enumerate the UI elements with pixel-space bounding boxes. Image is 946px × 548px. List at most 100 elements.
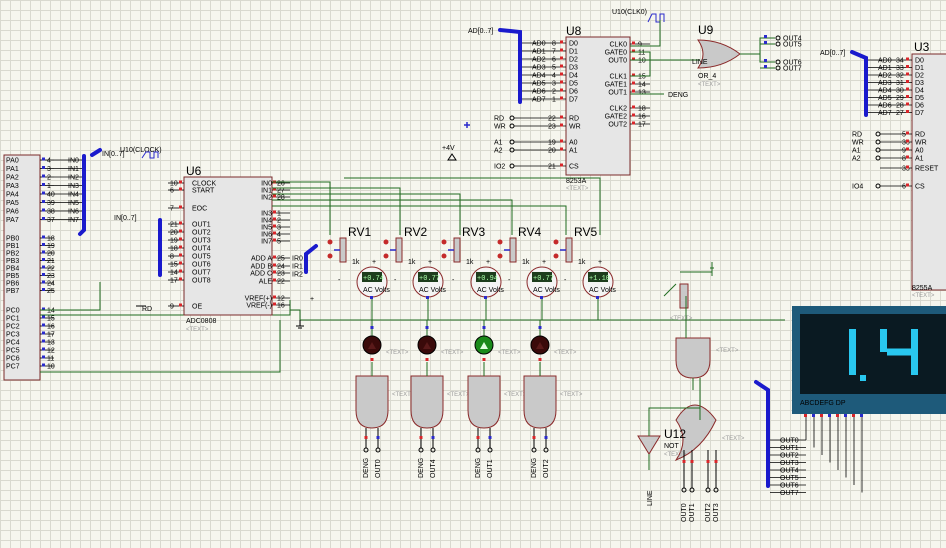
right-ppi-pin-d1: D1 [915, 65, 924, 72]
left-ppi-pinnum: 37 [47, 217, 55, 224]
and-gate-input-label: OUT1 [487, 459, 494, 478]
timer-right-pin: OUT1 [608, 90, 627, 97]
or-output-label: OUT6 [783, 60, 802, 67]
timer-ad-label: AD7 [532, 97, 546, 104]
right-ppi-ctrl-num: 5 [902, 132, 906, 139]
right-ppi-pin-d4: D4 [915, 88, 924, 95]
left-ppi-pinnum: 1 [47, 183, 51, 190]
right-ppi-ad-label: AD6 [878, 103, 892, 110]
right-ppi-pinnum: 29 [896, 95, 904, 102]
timer-ad-label: AD1 [532, 49, 546, 56]
adc-pinnum-right: 1 [277, 211, 281, 218]
voltmeter-reading: +0.77 [533, 275, 554, 283]
and-gate-input-label: OUT4 [430, 459, 437, 478]
left-ppi-pin-pc6: PC6 [6, 356, 20, 363]
left-ppi-in-label: IN6 [68, 209, 79, 216]
timer-ctrl-label: IO2 [494, 164, 505, 171]
or-input-label: OUT1 [689, 503, 696, 522]
timer-right-num: 15 [638, 74, 646, 81]
right-ppi-pinnum: 31 [896, 80, 904, 87]
adc-pinnum-right: 25 [277, 256, 285, 263]
adc-pinnum: 17 [170, 278, 178, 285]
adc-pin-right: IN0 [261, 181, 272, 188]
timer-pinnum: 8 [552, 41, 556, 48]
or-input-label: OUT0 [681, 503, 688, 522]
right-ppi-ctrl-pin: WR [915, 140, 927, 147]
adc-pin-right: IN7 [261, 239, 272, 246]
left-ppi-pin-pb7: PB7 [6, 288, 19, 295]
adc-pinnum: 9 [170, 304, 174, 311]
or-u9-line: LINE [692, 59, 708, 66]
timer-right-num: 18 [638, 106, 646, 113]
timer-ad-label: AD2 [532, 57, 546, 64]
adc0808-chip[interactable]: U6 ADC0808 <TEXT> CLOCK10START6EOC7OUT12… [168, 164, 303, 333]
right-ppi-ref: U3 [914, 40, 930, 54]
left-ppi-bus-label: IN[0..7] [102, 151, 125, 158]
left-ppi-pinnum: 24 [47, 281, 55, 288]
adc-pinnum: 14 [170, 270, 178, 277]
or-u9-part: OR_4 [698, 73, 716, 80]
timer-ctrl-label: A2 [494, 148, 503, 155]
adc-pinnum-right: 24 [277, 264, 285, 271]
adc-pinnum-right: 23 [277, 271, 285, 278]
led-indicator: <TEXT> [362, 320, 409, 361]
adc-text: <TEXT> [186, 327, 209, 333]
svg-text:<TEXT>: <TEXT> [670, 316, 693, 322]
timer-right-pin: GATE0 [605, 50, 628, 57]
svg-text:-: - [508, 277, 511, 284]
led-indicator: <TEXT> [474, 320, 521, 361]
or-gate-u9[interactable]: U9 OR_4 <TEXT> LINE [692, 23, 741, 88]
timer-right-pin: OUT0 [608, 58, 627, 65]
right-ppi-ad-label: AD7 [878, 110, 892, 117]
adc-pinnum-right: 26 [277, 181, 285, 188]
adc-pinnum: 19 [170, 238, 178, 245]
or-u9-ref: U9 [698, 23, 714, 37]
left-ppi-pinnum: 14 [47, 308, 55, 315]
display-bus-output: OUT5 [780, 475, 799, 482]
timer-ctrl-num: 23 [548, 124, 556, 131]
svg-text:<TEXT>: <TEXT> [664, 452, 687, 458]
right-logic[interactable]: <TEXT> <TEXT> <TEXT> U12 NOT <TEXT> LINE… [637, 262, 745, 522]
adc-pinnum-right: 22 [277, 279, 285, 286]
timer-text: <TEXT> [566, 186, 589, 192]
timer-pinnum: 7 [552, 49, 556, 56]
timer-pin-d4: D4 [569, 73, 578, 80]
timer-ctrl-pin: CS [569, 164, 579, 171]
led-indicator: <TEXT> [530, 320, 577, 361]
adc-pin-out8: OUT8 [192, 278, 211, 285]
adc-pinnum: 8 [170, 254, 174, 261]
adc-pin-right: VREF(+) [245, 296, 272, 303]
pot-res-label: 1k [466, 259, 474, 266]
timer-ctrl-num: 22 [548, 116, 556, 123]
svg-text:+: + [598, 259, 602, 266]
seven-segment-display[interactable]: ABCDEFG DP [792, 306, 946, 414]
left-ppi-pin-pc4: PC4 [6, 340, 20, 347]
adc-ref: U6 [186, 164, 202, 178]
left-ppi-pin-pb4: PB4 [6, 266, 19, 273]
adc-pin-right: IN4 [261, 218, 272, 225]
right-ppi-ctrl-label: A2 [852, 156, 861, 163]
led-text: <TEXT> [498, 350, 521, 356]
left-ppi-pinnum: 12 [47, 348, 55, 355]
adc-pin-right: ADD A [251, 256, 272, 263]
timer-clock-icon [647, 13, 665, 23]
left-ppi-pin-pc2: PC2 [6, 324, 20, 331]
